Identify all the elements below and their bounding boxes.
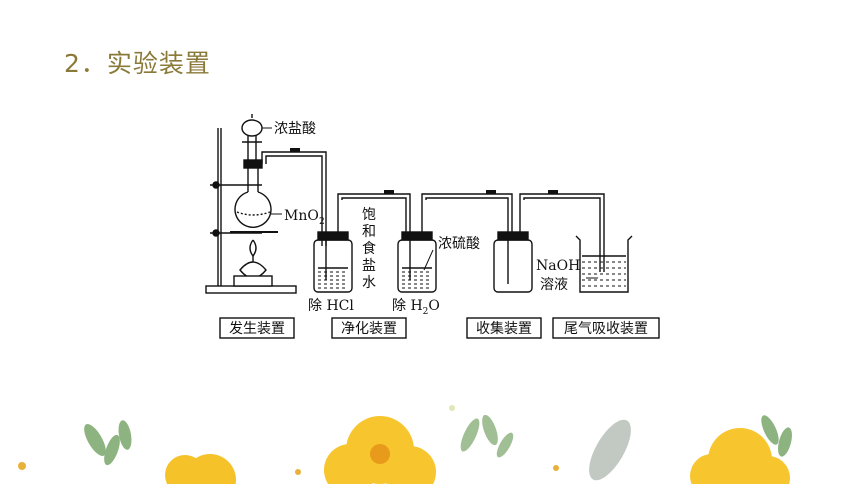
label-brine-5: 水 [362, 275, 376, 291]
slide-title: 2．实验装置 [64, 49, 211, 78]
separatory-funnel [241, 114, 263, 160]
label-brine-3: 食 [362, 240, 376, 257]
leaf-cluster-mid [460, 414, 514, 458]
stage-label-purification: 净化装置 [341, 321, 397, 337]
tube-3-4 [519, 193, 605, 272]
leaf-grey [589, 419, 631, 481]
label-remove-h2o: 除 H2O [392, 298, 440, 317]
flower-center [324, 416, 436, 484]
flower-right [690, 428, 790, 484]
label-brine-1: 饱 [362, 207, 376, 223]
stage-label-tail-gas: 尾气吸收装置 [564, 321, 648, 337]
chlorine-apparatus-diagram: 浓盐酸 MnO 2 饱 和 食 盐 水 浓硫酸 NaOH 溶液 除 HCl 除 … [205, 114, 660, 339]
dots [18, 405, 559, 475]
label-brine-4: 盐 [362, 258, 376, 274]
stage-box-purification [331, 317, 407, 339]
round-bottom-flask [234, 168, 272, 228]
leaf-cluster-right [761, 415, 792, 457]
stage-box-tail-gas [552, 317, 660, 339]
iron-stand [205, 128, 297, 294]
bottle-brine [313, 200, 353, 293]
bottle-sulfuric [397, 200, 437, 293]
label-conc-h2so4: 浓硫酸 [438, 236, 480, 252]
label-conc-hcl: 浓盐酸 [274, 121, 316, 137]
stage-box-generation [219, 317, 295, 339]
label-naoh: NaOH [536, 258, 580, 274]
label-mno2-sub: 2 [319, 217, 325, 227]
stage-label-generation: 发生装置 [229, 321, 285, 337]
floral-decoration [18, 405, 792, 484]
tube-1-2 [337, 193, 411, 232]
leaf-cluster-left [84, 420, 132, 466]
beaker-naoh [575, 235, 633, 293]
stage-box-collection [466, 317, 542, 339]
alcohol-lamp [233, 239, 273, 287]
stage-label-collection: 收集装置 [476, 320, 532, 337]
label-mno2: MnO [284, 208, 319, 224]
flower-left [165, 454, 236, 484]
label-solution: 溶液 [540, 277, 568, 293]
label-brine-2: 和 [362, 224, 376, 240]
tube-2-3 [421, 193, 513, 232]
flask-stopper [243, 159, 263, 169]
label-remove-hcl: 除 HCl [308, 298, 354, 314]
bottle-collection [493, 200, 533, 293]
